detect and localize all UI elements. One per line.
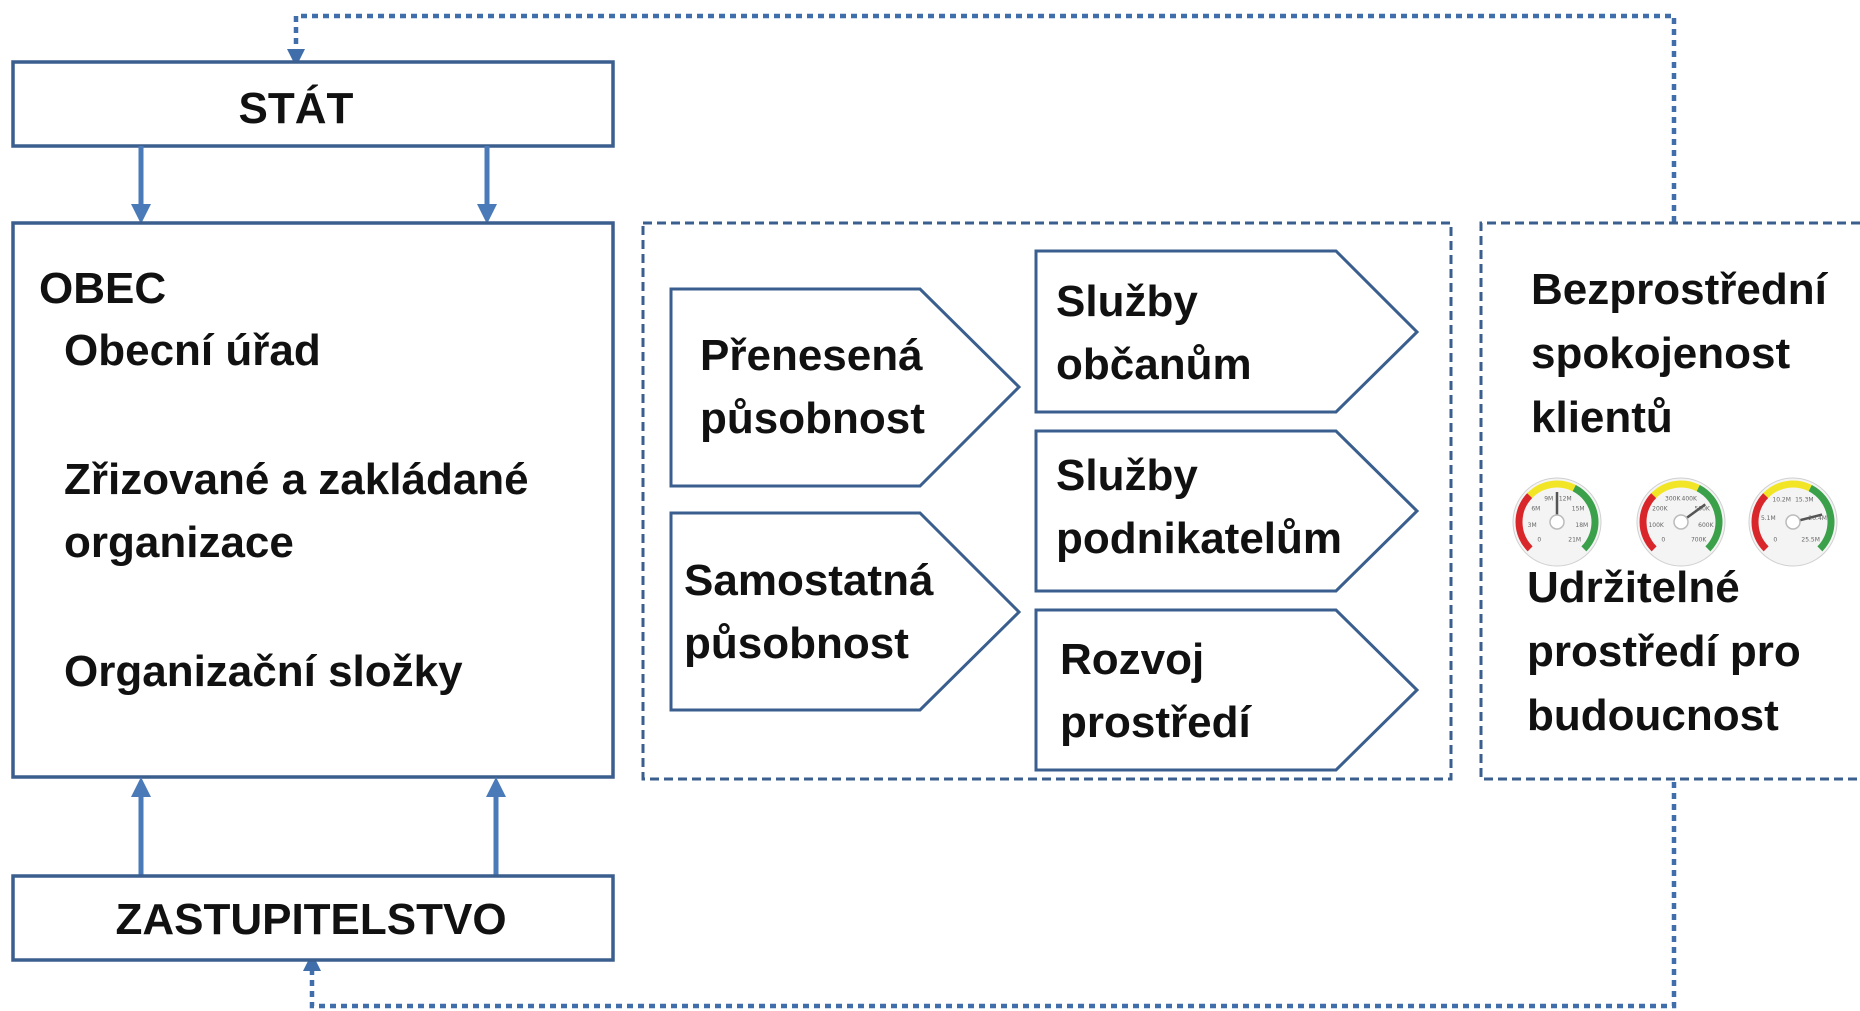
gauge-tick-label: 300K <box>1665 495 1681 502</box>
zastupitelstvo-label: ZASTUPITELSTVO <box>115 895 506 944</box>
samostatna-line2: působnost <box>684 619 909 668</box>
chevron-rozvoj-prostredi: Rozvoj prostředí <box>1034 608 1420 772</box>
chevron-samostatna-pusobnost: Samostatná působnost <box>669 511 1022 712</box>
sustainability-line2: prostředí pro <box>1527 627 1801 676</box>
gauge-tick-label: 500K <box>1694 506 1710 513</box>
gauge-tick-label: 20.4M <box>1808 515 1827 522</box>
stat-box: STÁT <box>11 60 615 148</box>
sustainability-line3: budoucnost <box>1527 691 1779 740</box>
gauge-tick-label: 15M <box>1572 506 1585 513</box>
prenesena-line2: působnost <box>700 394 925 443</box>
obec-item-zrizovane: Zřizované a zakládané <box>64 455 529 504</box>
gauge-tick-label: 0 <box>1537 537 1541 544</box>
samostatna-line1: Samostatná <box>684 556 934 605</box>
zastupitelstvo-box: ZASTUPITELSTVO <box>11 874 615 962</box>
sustainability-line1: Udržitelné <box>1527 563 1740 612</box>
obec-item-urad: Obecní úřad <box>64 326 321 375</box>
prenesena-line1: Přenesená <box>700 331 923 380</box>
feedback-loop-top <box>287 13 1677 222</box>
obec-item-slozky: Organizační složky <box>64 647 463 696</box>
obec-box: OBEC Obecní úřad Zřizované a zakládané o… <box>11 221 615 779</box>
outcomes-container <box>1479 221 1860 781</box>
gauge-tick-label: 400K <box>1682 495 1698 502</box>
satisfaction-line3: klientů <box>1531 393 1673 442</box>
satisfaction-line2: spokojenost <box>1531 329 1790 378</box>
gauge-icon: 0 5.1M 10.2M 15.3M 20.4M 25.5M <box>1748 477 1838 567</box>
sluzby-obcanum-line1: Služby <box>1056 277 1198 326</box>
gauge-tick-label: 0 <box>1773 537 1777 544</box>
sluzby-obcanum-line2: občanům <box>1056 340 1252 389</box>
gauge-tick-label: 25.5M <box>1801 537 1820 544</box>
sluzby-podnikatelum-line2: podnikatelům <box>1056 514 1342 563</box>
obec-title: OBEC <box>39 264 166 313</box>
chevron-prenesena-pusobnost: Přenesená působnost <box>669 287 1022 488</box>
gauge-tick-label: 10.2M <box>1772 497 1791 504</box>
gauge-tick-label: 700K <box>1691 537 1707 544</box>
chevron-sluzby-obcanum: Služby občanům <box>1034 249 1420 414</box>
gauge-tick-label: 9M <box>1544 495 1553 502</box>
chevron-sluzby-podnikatelum: Služby podnikatelům <box>1034 429 1420 593</box>
gauge-tick-label: 6M <box>1531 506 1540 513</box>
gauge-tick-label: 3M <box>1528 522 1537 529</box>
gauge-tick-label: 21M <box>1568 537 1581 544</box>
feedback-loop-bottom <box>303 782 1677 1009</box>
gauge-tick-label: 5.1M <box>1761 515 1776 522</box>
gauge-tick-label: 100K <box>1648 522 1664 529</box>
gauge-tick-label: 0 <box>1661 537 1665 544</box>
gauge-tick-label: 12M <box>1559 495 1572 502</box>
rozvoj-line2: prostředí <box>1060 698 1252 747</box>
stat-label: STÁT <box>239 83 354 133</box>
sluzby-podnikatelum-line1: Služby <box>1056 451 1198 500</box>
gauge-tick-label: 600K <box>1698 522 1714 529</box>
pusobnost-container <box>641 221 1453 781</box>
obec-item-organizace: organizace <box>64 518 294 567</box>
gauge-tick-label: 15.3M <box>1795 497 1814 504</box>
gauge-tick-label: 18M <box>1575 522 1588 529</box>
gauge-tick-label: 200K <box>1652 506 1668 513</box>
satisfaction-line1: Bezprostřední <box>1531 265 1829 314</box>
rozvoj-line1: Rozvoj <box>1060 635 1204 684</box>
